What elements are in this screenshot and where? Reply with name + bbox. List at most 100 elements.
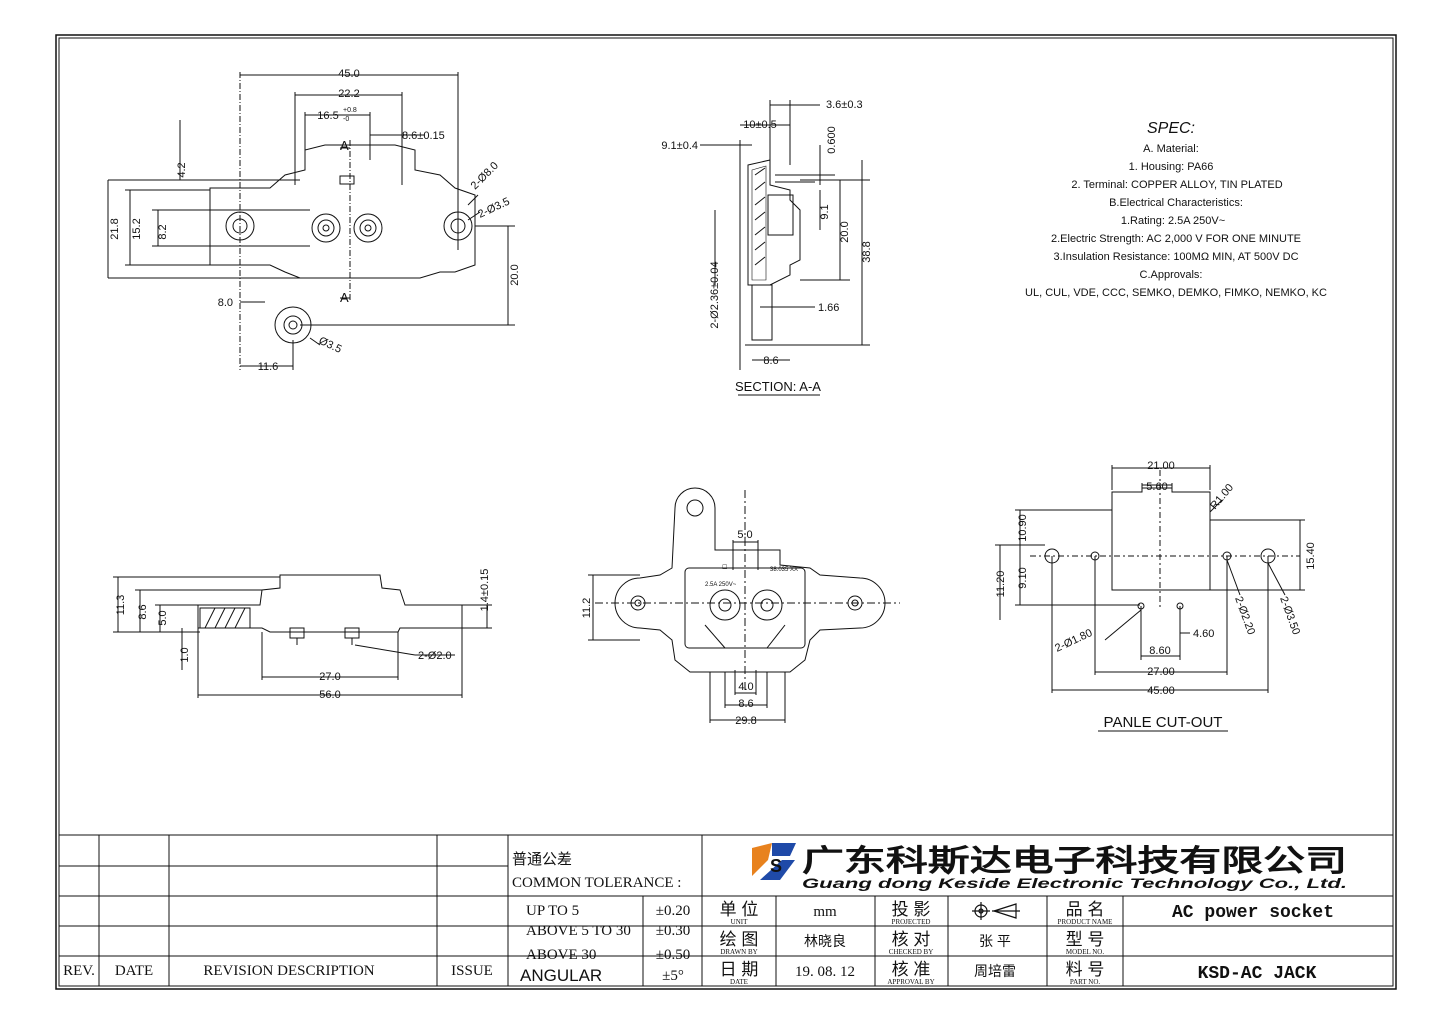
sec-dim-3-6: 3.6±0.3 [826, 99, 863, 111]
cut-dim-21: 21.00 [1147, 460, 1175, 472]
product-cn: 品 名 [1066, 900, 1105, 919]
drawn-cn: 绘 图 [720, 930, 759, 949]
dim-45: 45.0 [338, 68, 359, 80]
spec-title: SPEC: [1147, 120, 1195, 137]
side-dim-56: 56.0 [319, 689, 340, 701]
spec-line-2: 1. Housing: PA66 [1129, 161, 1214, 173]
dim-21-8: 21.8 [109, 218, 121, 239]
dim-16-tol-up: +0.8 [343, 107, 357, 114]
front-cn-mark: ☐ [722, 564, 727, 571]
front-rating-mark: 2.5A 250V~ [705, 582, 737, 588]
cut-dim-10-9: 10.90 [1017, 514, 1029, 542]
spec-block: SPEC: A. Material: 1. Housing: PA66 2. T… [1025, 120, 1327, 299]
unit-en: UNIT [731, 918, 748, 926]
projected-en: PROJECTED [892, 918, 931, 926]
cut-dim-15-4: 15.40 [1305, 542, 1317, 570]
dim-20-0: 20.0 [509, 264, 521, 285]
spec-line-8: C.Approvals: [1140, 269, 1203, 281]
rev-header: REV. [63, 963, 95, 979]
front-part-mark: 38.035 XX [770, 567, 798, 573]
spec-line-3: 2. Terminal: COPPER ALLOY, TIN PLATED [1071, 179, 1282, 191]
dim-4-2: 4.2 [176, 162, 188, 177]
front-dim-4: 4.0 [738, 681, 753, 693]
date-cn: 日 期 [720, 960, 759, 979]
approval-cn: 核 准 [892, 960, 931, 979]
tolerance-cn: 普通公差 [512, 851, 572, 868]
section-view-dimensions: 3.6±0.3 10±0.5 9.1±0.4 0.600 9.1 20.0 38… [661, 99, 873, 396]
side-dim-1-4: 1.4±0.15 [479, 569, 491, 612]
cutout-view [995, 465, 1305, 693]
checked-value: 张 平 [979, 933, 1011, 949]
spec-line-5: 1.Rating: 2.5A 250V~ [1121, 215, 1225, 227]
dim-8-2: 8.2 [157, 224, 169, 239]
front-dim-11-2: 11.2 [581, 598, 593, 619]
spec-line-4: B.Electrical Characteristics: [1109, 197, 1243, 209]
hole-8: 2-Ø8.0 [469, 160, 501, 192]
product-value: AC power socket [1172, 903, 1334, 923]
side-dim-8-6: 8.6 [137, 604, 149, 619]
cutout-dimensions: 21.00 5.60 R1.00 10.90 9.10 11.20 15.40 … [995, 460, 1317, 732]
outer-border [55, 34, 1397, 990]
sec-dim-2-36: 2-Ø2.36±0.04 [709, 261, 721, 328]
spec-line-7: 3.Insulation Resistance: 100MΩ MIN, AT 5… [1053, 251, 1298, 263]
cut-dim-5-6: 5.60 [1146, 481, 1167, 493]
cut-dim-9-1: 9.10 [1017, 567, 1029, 588]
cut-hole-2-2: 2-Ø2.20 [1232, 595, 1257, 636]
side-dim-5-0: 5.0 [157, 610, 169, 625]
spec-line-1: A. Material: [1143, 143, 1199, 155]
title-block-text: REV. DATE REVISION DESCRIPTION ISSUE 普通公… [63, 843, 1347, 986]
revision-description-header: REVISION DESCRIPTION [203, 963, 374, 979]
dim-8-6: 8.6±0.15 [402, 130, 445, 142]
side-dim-1-0: 1.0 [179, 647, 191, 662]
sec-dim-0-6: 0.600 [826, 126, 838, 154]
unit-value: mm [813, 904, 837, 920]
side-dim-27: 27.0 [319, 671, 340, 683]
unit-cn: 单 位 [720, 900, 759, 919]
approval-en: APPROVAL BY [887, 978, 934, 986]
model-cn: 型 号 [1066, 930, 1105, 949]
cut-dim-4-6: 4.60 [1193, 628, 1214, 640]
front-view: ☐ 2.5A 250V~ 38.035 XX [588, 487, 900, 723]
approval-value: 周培雷 [974, 963, 1016, 979]
sec-dim-20: 20.0 [839, 221, 851, 242]
sec-dim-10: 10±0.5 [743, 119, 777, 131]
issue-header: ISSUE [451, 963, 493, 979]
dim-11-6: 11.6 [258, 361, 279, 373]
part-en: PART NO. [1070, 978, 1101, 986]
part-cn: 料 号 [1066, 960, 1105, 979]
date-header: DATE [115, 963, 153, 979]
sec-dim-1-66: 1.66 [818, 302, 839, 314]
top-view-dimensions: 45.0 22.2 16.5 +0.8 -0 8.6±0.15 4.2 21.8… [109, 68, 521, 373]
tol-range-3: ABOVE 30 [526, 947, 596, 963]
date-value: 19. 08. 12 [795, 964, 855, 980]
company-name-en: Guang dong Keside Electronic Technology … [802, 875, 1347, 891]
cut-dim-27: 27.00 [1147, 666, 1175, 678]
part-value: KSD-AC JACK [1198, 964, 1317, 984]
front-dim-5: 5.0 [737, 529, 752, 541]
tol-value-2: ±0.30 [656, 923, 690, 939]
sec-dim-38-8: 38.8 [861, 241, 873, 262]
cut-hole-3-5: 2-Ø3.50 [1277, 595, 1302, 636]
dim-16: 16.5 [317, 110, 338, 122]
side-view [113, 574, 492, 698]
sec-dim-8-6: 8.6 [763, 355, 778, 367]
tol-value-3: ±0.50 [656, 947, 690, 963]
front-view-dimensions: 5.0 11.2 4.0 8.6 29.8 [581, 529, 757, 727]
cut-dim-8-6: 8.60 [1149, 645, 1170, 657]
checked-cn: 核 对 [892, 930, 931, 949]
section-mark-bottom: A [340, 290, 349, 305]
company-logo: S [752, 843, 796, 880]
dim-22: 22.2 [338, 88, 359, 100]
date-en: DATE [730, 978, 748, 986]
spec-line-9: UL, CUL, VDE, CCC, SEMKO, DEMKO, FIMKO, … [1025, 287, 1327, 299]
sec-dim-9-1b: 9.1 [819, 204, 831, 219]
cut-hole-1-8: 2-Ø1.80 [1053, 627, 1094, 655]
section-view [700, 100, 870, 370]
cut-dim-45: 45.00 [1147, 685, 1175, 697]
cut-r1: R1.00 [1208, 482, 1236, 512]
dim-16-tol-dn: -0 [343, 116, 349, 123]
top-view [107, 72, 515, 370]
cut-dim-11-2: 11.20 [995, 571, 1007, 598]
